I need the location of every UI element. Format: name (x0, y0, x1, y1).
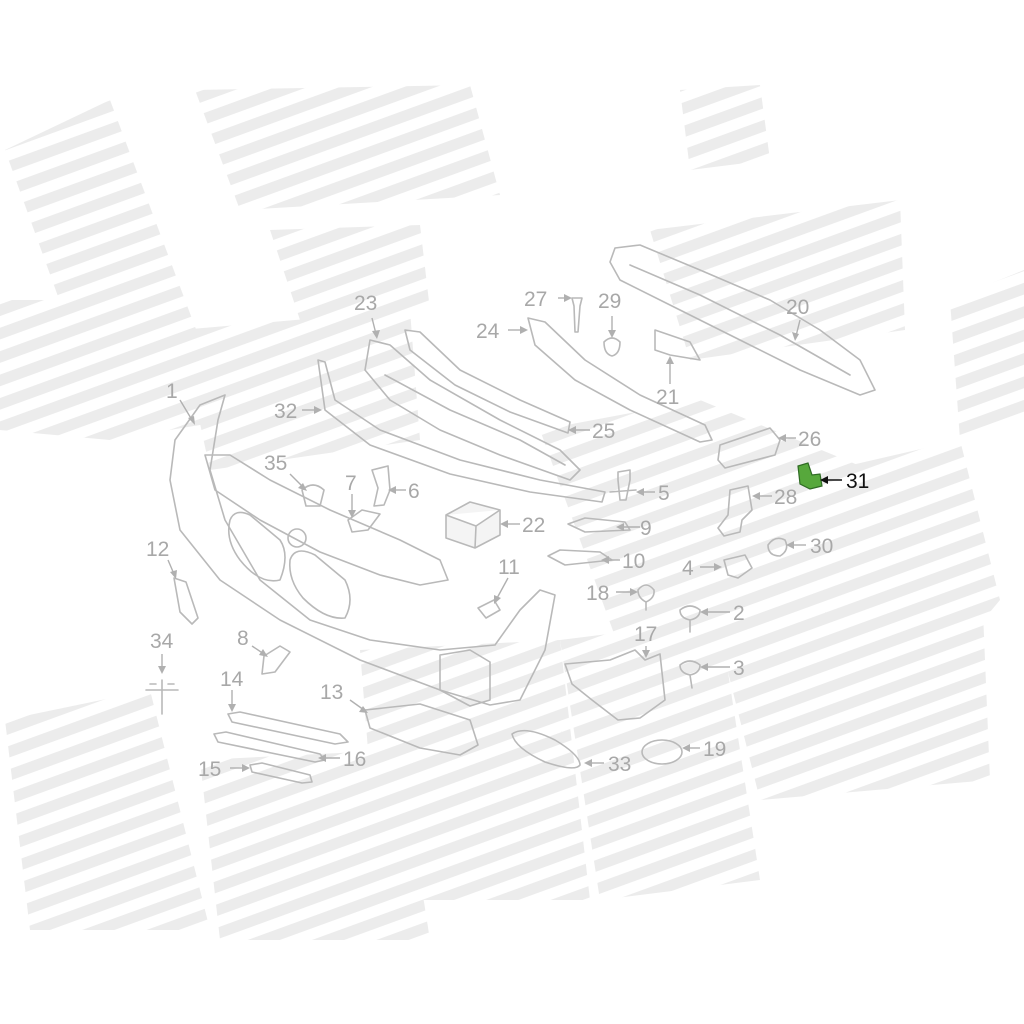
callout-17[interactable]: 17 (634, 623, 657, 646)
part-17-bracket (564, 649, 666, 721)
part-34-marker (145, 679, 179, 715)
callout-3[interactable]: 3 (733, 657, 745, 680)
callout-35[interactable]: 35 (264, 452, 287, 475)
part-8-bracket (261, 645, 291, 675)
part-18-clip (637, 584, 655, 611)
callout-16[interactable]: 16 (343, 748, 366, 771)
callout-9[interactable]: 9 (640, 517, 652, 540)
callout-1[interactable]: 1 (166, 380, 178, 403)
parts (145, 244, 876, 784)
part-7-clip (347, 509, 381, 533)
part-27-screw (571, 297, 583, 333)
part-1-bumper (169, 394, 556, 706)
part-24-strip (527, 317, 713, 443)
callout-10[interactable]: 10 (622, 550, 645, 573)
callout-34[interactable]: 34 (150, 630, 174, 653)
part-14-strip (227, 711, 349, 745)
part-28-holder (717, 485, 753, 537)
callout-14[interactable]: 14 (220, 668, 244, 691)
callout-2[interactable]: 2 (733, 602, 745, 625)
callout-29[interactable]: 29 (598, 290, 621, 313)
callout-11[interactable]: 11 (498, 556, 520, 579)
callout-5[interactable]: 5 (658, 482, 670, 505)
part-30-cap (767, 537, 788, 557)
part-26-bracket (717, 427, 781, 469)
part-22-block (445, 501, 501, 549)
part-9-strip (567, 517, 631, 533)
part-6-bracket (371, 465, 391, 507)
watermark (0, 85, 1024, 940)
part-29-nut (603, 337, 621, 357)
callout-13[interactable]: 13 (320, 681, 343, 704)
callout-30[interactable]: 30 (810, 535, 833, 558)
part-13-grille (364, 703, 479, 756)
callout-26[interactable]: 26 (798, 428, 821, 451)
part-2-clip (679, 605, 701, 633)
callout-15[interactable]: 15 (198, 758, 221, 781)
callout-8[interactable]: 8 (237, 627, 249, 650)
part-5-screw (609, 469, 637, 501)
callout-31[interactable]: 31 (846, 470, 869, 493)
kidney-grille-right (288, 550, 351, 619)
callout-24[interactable]: 24 (476, 320, 500, 343)
callout-27[interactable]: 27 (524, 288, 547, 311)
part-1-bumper-inner (204, 454, 449, 586)
badge (287, 528, 307, 548)
callout-6[interactable]: 6 (408, 480, 420, 503)
callouts: 1 2 3 4 5 6 7 8 9 10 (146, 288, 869, 781)
part-21-bracket (654, 329, 701, 361)
callout-21[interactable]: 21 (656, 386, 679, 409)
kidney-grille-left (227, 511, 286, 582)
part-19-cover (641, 739, 683, 765)
callout-25[interactable]: 25 (592, 420, 615, 443)
callout-12[interactable]: 12 (146, 538, 169, 561)
part-3-clip (679, 660, 701, 689)
callout-28[interactable]: 28 (774, 486, 797, 509)
part-20-reinforcement (609, 244, 876, 396)
callout-4[interactable]: 4 (682, 557, 694, 580)
callout-23[interactable]: 23 (354, 292, 377, 315)
part-10-strip (547, 549, 613, 566)
callout-33[interactable]: 33 (608, 753, 631, 776)
part-11-trim (477, 599, 501, 619)
callout-7[interactable]: 7 (345, 472, 357, 495)
part-4-clip (723, 554, 753, 579)
part-12-trim (173, 577, 199, 625)
callout-20[interactable]: 20 (786, 296, 809, 319)
callout-22[interactable]: 22 (522, 514, 545, 537)
part-25-strip (404, 329, 571, 434)
part-15-strip (249, 762, 313, 784)
part-32-strip (317, 359, 606, 503)
lower-grille (439, 649, 491, 707)
part-33-ring (511, 729, 581, 769)
callout-19[interactable]: 19 (703, 738, 726, 761)
callout-18[interactable]: 18 (586, 582, 609, 605)
part-23-carrier (364, 339, 581, 481)
callout-32[interactable]: 32 (274, 400, 297, 423)
